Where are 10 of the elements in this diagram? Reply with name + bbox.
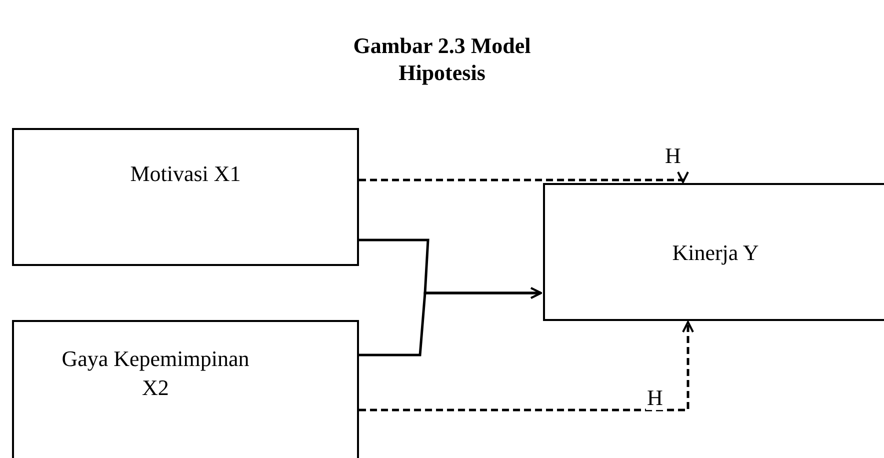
variable-label: Kinerja Y [672, 239, 759, 267]
arrow [359, 321, 694, 412]
arrow [359, 171, 689, 183]
arrow [359, 287, 542, 356]
diagram-title: Gambar 2.3 Model Hipotesis [352, 32, 532, 86]
variable-box [12, 128, 359, 266]
variable-label: Motivasi X1 [130, 160, 241, 188]
variable-label: Gaya Kepemimpinan X2 [60, 345, 250, 402]
variable-box [12, 320, 359, 458]
variable-box [543, 183, 884, 321]
